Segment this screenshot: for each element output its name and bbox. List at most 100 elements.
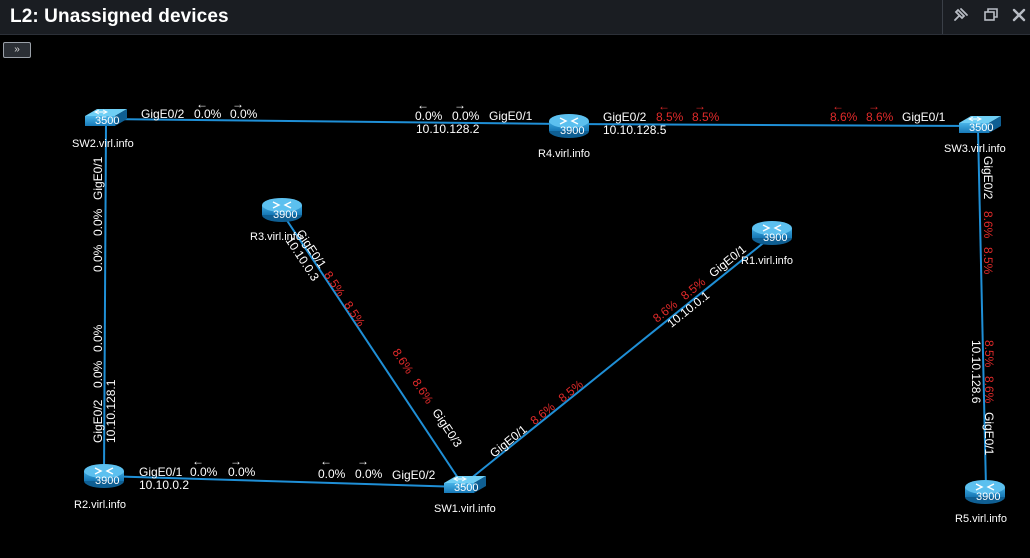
device-label: R3.virl.info — [250, 231, 302, 243]
device-label: R5.virl.info — [955, 513, 1007, 525]
interface-label: GigE0/2 — [141, 107, 185, 121]
window-title: L2: Unassigned devices — [10, 6, 229, 27]
ip-address: 10.10.0.2 — [139, 478, 189, 492]
rx-arrow-icon: ← — [320, 454, 332, 468]
rx-arrow-icon: ← — [832, 99, 844, 113]
rx-utilization: 0.0% — [190, 465, 218, 479]
device-sw3[interactable]: 3500 SW3.virl.info — [944, 115, 1006, 155]
tx-utilization: 0.0% — [452, 109, 480, 123]
link-label-r2-sw1-a: GigE0/1 ← 0.0% → 0.0% 10.10.0.2 — [139, 454, 256, 492]
tx-utilization: 8.6% — [866, 110, 894, 124]
link-sw2-r4[interactable] — [107, 118, 566, 125]
link-sw3-r5[interactable] — [977, 129, 987, 489]
svg-text:3500: 3500 — [95, 115, 119, 127]
rx-utilization: 8.6% — [981, 211, 995, 239]
interface-label: GigE0/1 — [91, 156, 105, 200]
pin-icon[interactable] — [950, 6, 972, 28]
ip-address: 10.10.128.1 — [104, 379, 118, 443]
tx-utilization: 8.5% — [341, 299, 368, 330]
rx-utilization: 0.0% — [415, 109, 443, 123]
device-label: SW1.virl.info — [434, 503, 496, 515]
link-label-sw2-r2-b: GigE0/2 0.0% 0.0% 10.10.128.1 — [91, 324, 118, 443]
rx-utilization: 0.0% — [91, 360, 105, 388]
rx-arrow-icon: ← — [658, 99, 670, 113]
tx-arrow-icon: → — [868, 99, 880, 113]
device-sw2[interactable]: 3500 SW2.virl.info — [72, 108, 134, 150]
rx-utilization: 8.6% — [528, 399, 558, 427]
device-r2[interactable]: 3900 R2.virl.info — [74, 463, 126, 511]
svg-text:3900: 3900 — [560, 125, 584, 137]
link-label-r4-sw3-b: ← 8.6% → 8.6% GigE0/1 — [830, 99, 946, 124]
interface-label: GigE0/2 — [91, 399, 105, 443]
ip-address: 10.10.128.2 — [416, 122, 480, 136]
link-r4-sw3[interactable] — [569, 123, 979, 127]
svg-text:3900: 3900 — [976, 491, 1000, 503]
device-r1[interactable]: 3900 R1.virl.info — [741, 220, 793, 267]
rx-utilization: 8.6% — [830, 110, 858, 124]
link-label-r2-sw1-b: ← 0.0% → 0.0% GigE0/2 — [318, 454, 436, 482]
device-label: SW2.virl.info — [72, 138, 134, 150]
link-r3-sw1[interactable] — [281, 212, 463, 485]
device-label: R4.virl.info — [538, 148, 590, 160]
link-label-sw3-r5-b: 8.5% 8.6% GigE0/1 10.10.128.6 — [969, 340, 996, 456]
close-icon[interactable] — [1008, 6, 1030, 28]
rx-utilization: 0.0% — [194, 107, 222, 121]
link-label-r1-sw1-a: 8.6% 8.5% GigE0/1 10.10.0.1 — [650, 242, 749, 331]
interface-label: GigE0/2 — [392, 468, 436, 482]
window-titlebar: L2: Unassigned devices — [0, 0, 1030, 35]
interface-label: GigE0/1 — [982, 412, 996, 456]
link-label-r1-sw1-b: GigE0/1 8.6% 8.5% — [487, 377, 586, 460]
interface-label: GigE0/1 — [902, 110, 946, 124]
link-label-sw3-r5-a: GigE0/2 8.6% 8.5% — [981, 156, 995, 275]
link-label-sw2-r4-b: ← 0.0% → 0.0% GigE0/1 10.10.128.2 — [415, 98, 533, 136]
svg-text:3900: 3900 — [273, 209, 297, 221]
tx-utilization: 0.0% — [230, 107, 258, 121]
device-r4[interactable]: 3900 R4.virl.info — [538, 113, 590, 160]
svg-text:3500: 3500 — [454, 482, 478, 494]
link-r2-sw1[interactable] — [103, 475, 463, 488]
tx-arrow-icon: → — [230, 454, 242, 468]
link-label-r3-sw1-a: GigE0/1 8.5% 8.5% 10.10.0.3 — [283, 227, 368, 330]
link-label-sw2-r2-a: 0.0% 0.0% GigE0/1 — [91, 156, 105, 272]
ip-address: 10.10.128.5 — [603, 123, 667, 137]
device-r5[interactable]: 3900 R5.virl.info — [955, 479, 1007, 525]
rx-arrow-icon: ← — [196, 97, 208, 111]
link-sw2-r2[interactable] — [103, 123, 107, 476]
link-r1-sw1[interactable] — [463, 235, 773, 485]
restore-window-icon[interactable] — [980, 6, 1002, 28]
link-label-r3-sw1-b: 8.6% 8.6% GigE0/3 — [390, 346, 466, 450]
link-label-sw2-r4-a: GigE0/2 ← 0.0% → 0.0% — [141, 97, 258, 121]
tx-utilization: 8.5% — [556, 377, 586, 405]
device-label: R1.virl.info — [741, 255, 793, 267]
tx-utilization: 0.0% — [91, 324, 105, 352]
tx-arrow-icon: → — [694, 99, 706, 113]
interface-label: GigE0/1 — [487, 422, 530, 460]
tx-utilization: 0.0% — [228, 465, 256, 479]
tx-arrow-icon: → — [357, 454, 369, 468]
rx-utilization: 8.5% — [321, 269, 348, 300]
tx-utilization: 0.0% — [91, 208, 105, 236]
interface-label: GigE0/2 — [981, 156, 995, 200]
rx-utilization: 8.5% — [656, 110, 684, 124]
expand-panel-button[interactable]: » — [3, 42, 31, 58]
device-sw1[interactable]: 3500 SW1.virl.info — [434, 475, 496, 515]
interface-label: GigE0/1 — [139, 465, 183, 479]
rx-arrow-icon: ← — [192, 454, 204, 468]
link-label-r4-sw3-a: GigE0/2 ← 8.5% → 8.5% 10.10.128.5 — [603, 99, 720, 137]
tx-utilization: 8.6% — [409, 376, 436, 407]
interface-label: GigE0/1 — [489, 109, 533, 123]
device-r3[interactable]: 3900 R3.virl.info — [250, 197, 303, 243]
svg-text:3900: 3900 — [95, 475, 119, 487]
rx-utilization: 8.5% — [982, 340, 996, 368]
rx-utilization: 0.0% — [91, 244, 105, 272]
svg-text:3500: 3500 — [969, 122, 993, 134]
tx-utilization: 0.0% — [355, 467, 383, 481]
interface-label: GigE0/2 — [603, 110, 647, 124]
device-label: R2.virl.info — [74, 499, 126, 511]
tx-arrow-icon: → — [232, 97, 244, 111]
ip-address: 10.10.128.6 — [969, 340, 983, 404]
device-label: SW3.virl.info — [944, 143, 1006, 155]
tx-arrow-icon: → — [454, 98, 466, 112]
tx-utilization: 8.6% — [982, 376, 996, 404]
